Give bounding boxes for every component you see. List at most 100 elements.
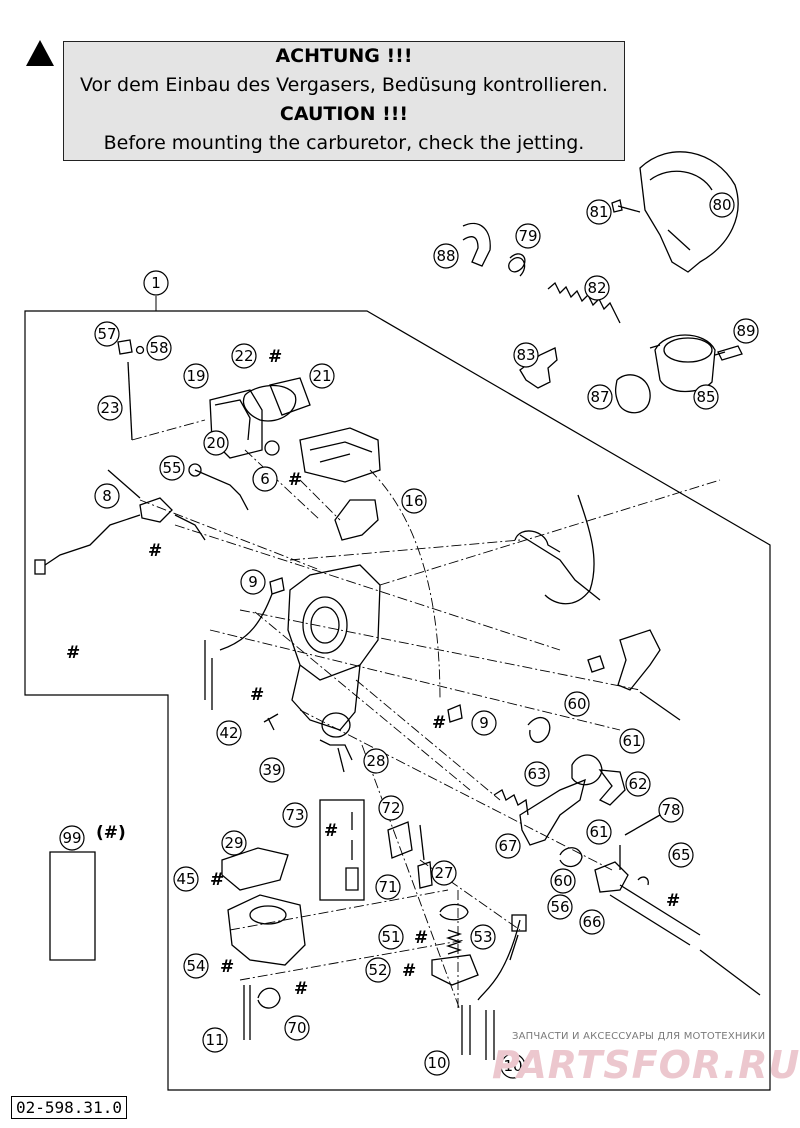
cable-hose [477,919,521,1001]
callout-number: 11 [205,1031,224,1049]
hose-88 [462,222,491,267]
callout-72: 72 [378,795,404,821]
callout-circle [471,710,497,736]
callout-number: 23 [100,399,119,417]
callout-89: 89 [733,318,759,344]
vent-hose [204,593,273,710]
callout-71: 71 [375,874,401,900]
callout-6: 6# [252,466,302,492]
callout-number: 85 [696,388,715,406]
callout-number: 6 [260,470,270,488]
callout-65: 65 [668,842,694,868]
callout-number: 81 [589,203,608,221]
tube-11 [243,985,251,1040]
fitting-9-right [447,704,463,723]
callout-number: 62 [628,775,647,793]
callout-number: 63 [527,765,546,783]
callout-70: 70 [284,1015,310,1041]
top-cover-block [299,427,381,483]
assembly-callout-label: 1 [151,274,161,292]
callout-number: 56 [550,898,569,916]
callout-number: 21 [312,367,331,385]
callout-63: 63 [524,761,550,787]
callout-56: 56 [547,894,573,920]
callout-11: 11 [202,1027,228,1053]
callout-circle [216,720,242,746]
callout-73: 73 [282,802,308,828]
callout-number: 20 [206,434,225,452]
callout-circle [259,757,285,783]
assembly-lines [131,419,721,1011]
callout-number: 39 [262,761,281,779]
callout-circle [587,384,613,410]
callout-circle [586,819,612,845]
seal-kit-hash: # [324,821,338,841]
callout-number: 52 [368,961,387,979]
callout-circle [579,909,605,935]
callout-10: 10 [424,1050,450,1076]
lever-62 [598,769,626,806]
spring-60-lower [493,789,529,816]
callout-circle [515,223,541,249]
clip-65 [637,876,649,886]
callout-81: 81 [586,199,612,225]
callout-circle [424,1050,450,1076]
callout-number: 9 [479,714,489,732]
callout-number: 83 [516,346,535,364]
callout-9: 9 [240,569,266,595]
adapter-85 [654,334,716,393]
cable-loop [544,494,595,605]
callout-number: 79 [518,227,537,245]
callout-circle [159,455,185,481]
callout-20: 20 [203,430,229,456]
callout-number: 60 [553,872,572,890]
callout-number: 10 [503,1057,522,1075]
callout-number: 42 [219,724,238,742]
seal-kit-hash: # [666,891,680,911]
callout-53: 53 [470,924,496,950]
cover-21 [269,377,311,416]
callout-66: 66 [579,909,605,935]
callout-circle [146,335,172,361]
seal-kit-hash: # [66,643,80,663]
bolt-long [639,691,681,721]
clamp-79 [508,253,526,277]
part-drawings [34,151,761,1060]
callout-circle [221,830,247,856]
caution-banner: ACHTUNG !!! Vor dem Einbau des Vergasers… [63,41,625,161]
throttle-shaft [519,534,601,601]
callout-28: 28 [363,748,389,774]
callout-23: 23 [97,395,123,421]
callout-circle [500,1053,526,1079]
seal-kit-hash: # [402,961,416,981]
callout-circle [94,321,120,347]
callout-number: 60 [567,695,586,713]
warning-icon [26,40,54,66]
callout-number: 70 [287,1019,306,1037]
callout-number: 65 [671,846,690,864]
spring-60-upper [527,716,551,743]
seal-kit-hash: # [288,470,302,490]
callout-58: 58 [146,335,172,361]
plate-29 [221,847,289,891]
jet-kit-73 [319,799,365,901]
bushing [587,655,605,673]
jet-71 [387,821,413,859]
assembly-callout [143,270,169,296]
pulley-lever [617,629,661,691]
callout-45: 45# [173,866,224,892]
callout-number: 61 [622,732,641,750]
callout-number: 9 [248,573,258,591]
callout-circle [668,842,694,868]
callout-circle [240,569,266,595]
lever-16 [334,499,379,541]
callout-circle [619,728,645,754]
callout-number: 51 [381,928,400,946]
callout-number: 10 [427,1054,446,1072]
callout-circle [586,199,612,225]
callout-82: 82 [584,275,610,301]
callout-42: 42 [216,720,242,746]
callout-85: 85 [693,384,719,410]
washer-58 [135,345,145,355]
